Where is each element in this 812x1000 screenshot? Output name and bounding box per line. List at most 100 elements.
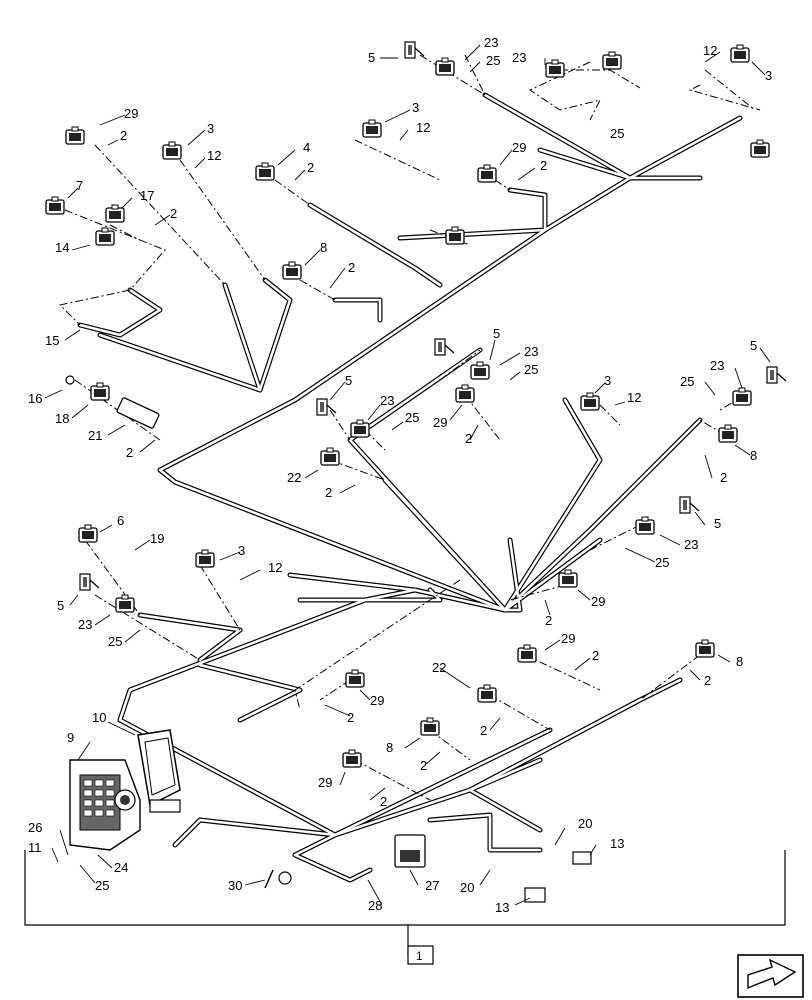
connector-icon (477, 164, 497, 183)
callout-3: 3 (765, 68, 772, 83)
callout-27: 27 (425, 878, 439, 893)
callout-29: 29 (512, 140, 526, 155)
callout-3: 3 (604, 373, 611, 388)
callout-2: 2 (347, 710, 354, 725)
callout-3: 3 (207, 121, 214, 136)
callout-2: 2 (545, 613, 552, 628)
connector-icon (730, 44, 750, 63)
fuse-box-icon (69, 759, 141, 851)
callout-6: 6 (117, 513, 124, 528)
callout-23: 23 (512, 50, 526, 65)
callout-23: 23 (78, 617, 92, 632)
callout-14: 14 (55, 240, 69, 255)
callout-2: 2 (380, 794, 387, 809)
callout-23: 23 (380, 393, 394, 408)
bracket-icon (434, 338, 455, 356)
callouts: 5 23 25 23 25 12 3 29 2 3 12 3 12 4 2 29… (28, 35, 772, 915)
callout-10: 10 (92, 710, 106, 725)
callout-5: 5 (714, 516, 721, 531)
callout-11: 11 (28, 840, 42, 855)
connector-icon (718, 424, 738, 443)
callout-4: 4 (303, 140, 310, 155)
assembly-ref-box (407, 945, 434, 965)
callout-2: 2 (720, 470, 727, 485)
connector-icon (558, 569, 578, 588)
connector-icon (78, 524, 98, 543)
callout-17: 17 (140, 188, 154, 203)
callout-8: 8 (386, 740, 393, 755)
connector-icon (65, 126, 85, 145)
callout-3: 3 (412, 100, 419, 115)
callout-20: 20 (460, 880, 474, 895)
terminal-icon (524, 887, 546, 903)
boot-cover-icon (137, 729, 181, 813)
callout-24: 24 (114, 860, 128, 875)
callout-25: 25 (95, 878, 109, 893)
callout-2: 2 (540, 158, 547, 173)
callout-28: 28 (368, 898, 382, 913)
callout-29: 29 (561, 631, 575, 646)
callout-29: 29 (370, 693, 384, 708)
callout-2: 2 (480, 723, 487, 738)
callout-2: 2 (120, 128, 127, 143)
callout-2: 2 (170, 206, 177, 221)
callout-20: 20 (578, 816, 592, 831)
bracket-icon (679, 496, 700, 514)
connector-icon (580, 392, 600, 411)
connector-icon (90, 382, 110, 401)
connector-icon (517, 644, 537, 663)
callout-25: 25 (108, 634, 122, 649)
connector-icon (342, 749, 362, 768)
callout-2: 2 (704, 673, 711, 688)
callout-25: 25 (680, 374, 694, 389)
callout-23: 23 (710, 358, 724, 373)
connector-icon (345, 669, 365, 688)
connector-icon (320, 447, 340, 466)
callout-25: 25 (610, 126, 624, 141)
connector-group-top (45, 41, 770, 429)
callout-12: 12 (627, 390, 641, 405)
connector-icon (362, 119, 382, 138)
plug-face (400, 850, 420, 862)
callout-2: 2 (592, 648, 599, 663)
callout-2: 2 (325, 485, 332, 500)
connector-icon (455, 384, 475, 403)
callout-12: 12 (207, 148, 221, 163)
callout-21: 21 (88, 428, 102, 443)
callout-13: 13 (610, 836, 624, 851)
connector-icon (732, 387, 752, 406)
terminal-icon (572, 851, 592, 865)
connector-icon (350, 419, 370, 438)
callout-16: 16 (28, 391, 42, 406)
plug-icon (65, 375, 75, 385)
connector-icon (545, 59, 565, 78)
leader-lines (44, 44, 771, 906)
connector-icon (420, 717, 440, 736)
callout-30: 30 (228, 878, 242, 893)
callout-3: 3 (238, 543, 245, 558)
callout-5: 5 (368, 50, 375, 65)
assembly-bracket (24, 850, 786, 926)
callout-29: 29 (433, 415, 447, 430)
navigation-arrow-icon[interactable] (737, 954, 804, 998)
callout-25: 25 (405, 410, 419, 425)
callout-8: 8 (736, 654, 743, 669)
assembly-ref-label: 1 (416, 949, 423, 963)
connector-group-bottom (264, 639, 715, 903)
callout-26: 26 (28, 820, 42, 835)
callout-23: 23 (524, 344, 538, 359)
connector-icon (195, 549, 215, 568)
callout-25: 25 (655, 555, 669, 570)
callout-23: 23 (684, 537, 698, 552)
connector-icon (116, 397, 160, 429)
callout-2: 2 (420, 758, 427, 773)
connector-icon (695, 639, 715, 658)
connector-icon (282, 261, 302, 280)
connector-icon (115, 594, 135, 613)
callout-29: 29 (124, 106, 138, 121)
connector-icon (105, 204, 125, 223)
callout-8: 8 (750, 448, 757, 463)
callout-18: 18 (55, 411, 69, 426)
connector-icon (602, 51, 622, 70)
